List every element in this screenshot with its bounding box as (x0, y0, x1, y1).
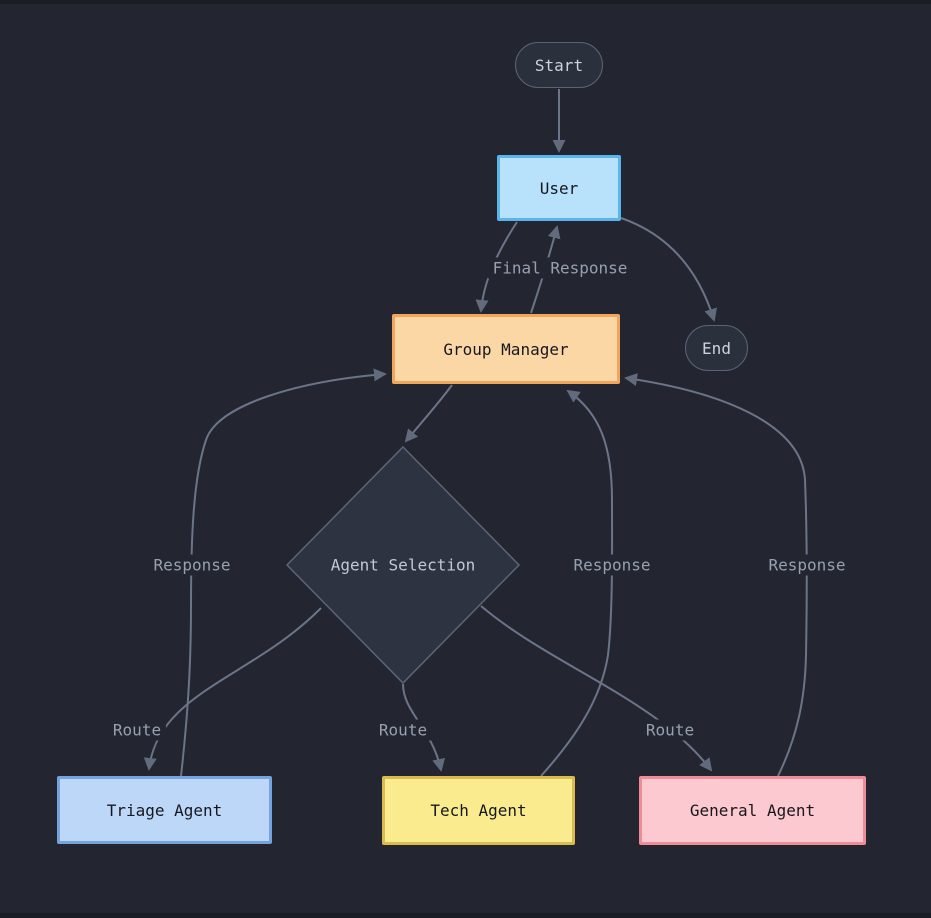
edge-agent-selection-to-triage-agent (143, 607, 322, 771)
node-triage-agent-label: Triage Agent (106, 800, 223, 820)
edge-label-route-triage: Route (107, 719, 167, 741)
edge-group-manager-to-agent-selection (404, 384, 453, 443)
edge-label-route-general: Route (640, 719, 700, 741)
edge-label-response-tech: Response (568, 554, 656, 576)
agent-selection-diamond-shape (285, 445, 521, 685)
edge-agent-selection-to-general-agent (480, 605, 713, 772)
node-agent-selection-label: Agent Selection (330, 555, 476, 575)
edge-tech-agent-to-group-manager (540, 389, 614, 777)
node-start: Start (515, 42, 603, 88)
node-end: End (685, 325, 748, 371)
node-triage-agent: Triage Agent (57, 776, 272, 844)
edge-label-final-response: Final Response (487, 257, 633, 279)
node-tech-agent-label: Tech Agent (430, 801, 527, 820)
node-group-manager-label: Group Manager (443, 339, 569, 359)
node-user-label: User (539, 178, 579, 198)
node-user: User (497, 155, 621, 221)
edge-label-response-general: Response (763, 554, 851, 576)
node-general-agent-label: General Agent (689, 801, 816, 820)
node-group-manager: Group Manager (392, 314, 620, 384)
node-tech-agent: Tech Agent (382, 776, 575, 845)
edge-label-response-triage: Response (148, 554, 236, 576)
node-end-label: End (702, 338, 731, 358)
edge-general-agent-to-group-manager (624, 373, 808, 777)
edge-label-route-tech: Route (373, 719, 433, 741)
bottom-border-strip (0, 913, 931, 918)
edge-triage-agent-to-group-manager (180, 368, 387, 777)
node-general-agent: General Agent (639, 776, 866, 845)
edge-user-to-end (620, 217, 717, 322)
top-border-strip (0, 0, 931, 4)
node-start-label: Start (534, 55, 584, 75)
